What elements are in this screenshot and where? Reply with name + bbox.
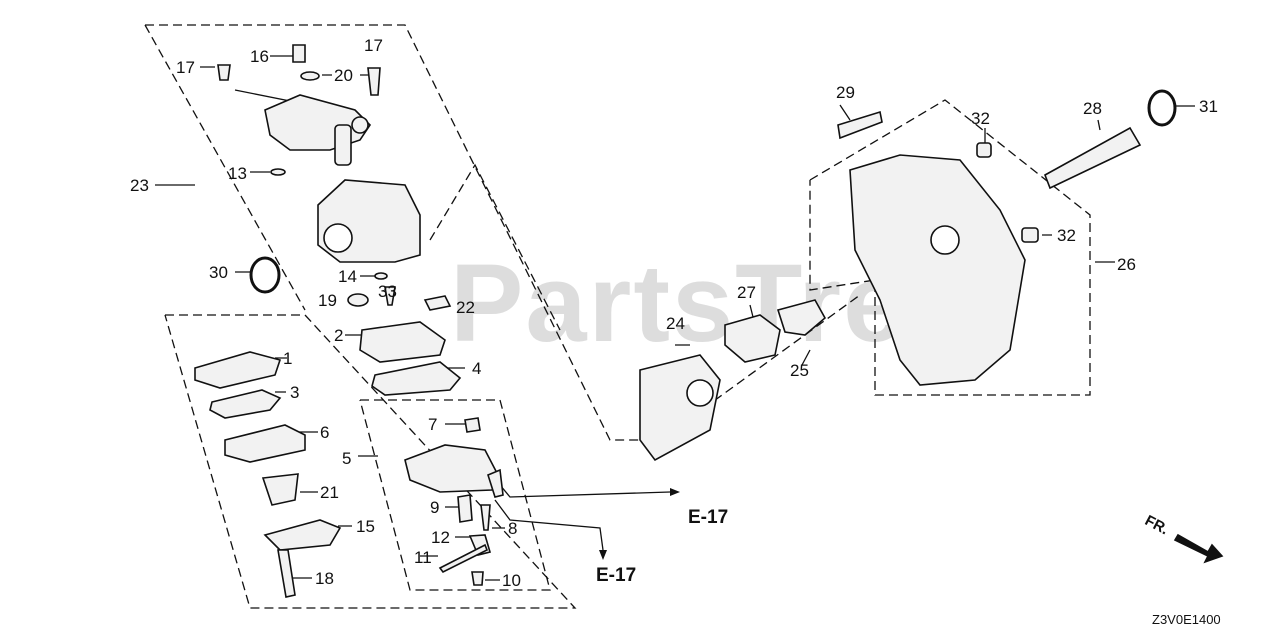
- ref-arrow-lower: [599, 550, 607, 560]
- callout-24: 24: [666, 314, 685, 333]
- part-needle-8: [480, 504, 491, 531]
- part-bracket-bore: [930, 225, 960, 255]
- part-carb-bore: [323, 223, 353, 253]
- part-throttle-shaft: [334, 124, 352, 166]
- callout-1: 1: [283, 349, 293, 368]
- part-cap-19: [347, 293, 369, 307]
- part-insulator-hole: [686, 379, 714, 407]
- part-nut-32-top: [976, 142, 992, 158]
- callout-14: 14: [338, 267, 357, 286]
- part-screw-16: [292, 44, 306, 63]
- callout-15: 15: [356, 517, 375, 536]
- callout-10: 10: [502, 571, 521, 590]
- callout-18: 18: [315, 569, 334, 588]
- part-needle-33: [384, 286, 396, 306]
- callout-17-right: 17: [364, 36, 383, 55]
- callout-22: 22: [456, 298, 475, 317]
- part-pump-fitting: [487, 468, 504, 498]
- front-direction-arrow: [1173, 533, 1224, 564]
- ref-arrow-upper: [670, 488, 680, 496]
- diagram-code: Z3V0E1400: [1152, 612, 1221, 627]
- part-bracket-26: [849, 154, 1026, 386]
- part-insulator-24: [639, 354, 721, 462]
- part-oring-14: [374, 272, 388, 280]
- callout-11: 11: [414, 548, 432, 567]
- reference-e17-lower[interactable]: E-17: [596, 565, 637, 586]
- callout-26: 26: [1117, 255, 1136, 274]
- callout-5: 5: [342, 449, 352, 468]
- callout-31: 31: [1199, 97, 1218, 116]
- callout-16: 16: [250, 47, 269, 66]
- callout-19: 19: [318, 291, 337, 310]
- callout-4: 4: [472, 359, 482, 378]
- callout-33: 33: [378, 282, 397, 301]
- part-plate-3: [209, 389, 282, 419]
- reference-e17-upper[interactable]: E-17: [688, 507, 729, 528]
- callout-20: 20: [334, 66, 353, 85]
- callout-2: 2: [334, 326, 344, 345]
- part-bolt-28: [1044, 126, 1142, 190]
- group-outline-gasket: [429, 163, 561, 331]
- group-outline-diaphragm: [164, 314, 577, 609]
- callout-28: 28: [1083, 99, 1102, 118]
- part-screw-10: [471, 571, 484, 586]
- part-cover-15: [263, 519, 342, 551]
- part-oring-30: [249, 256, 281, 294]
- part-spring-7: [464, 417, 481, 433]
- part-bolt-29: [837, 110, 883, 140]
- part-nut-32-side: [1021, 227, 1039, 243]
- part-cover-6: [224, 424, 306, 463]
- group-outline-upper-carb: [145, 24, 861, 441]
- part-cup-21: [261, 473, 299, 506]
- callout-29: 29: [836, 83, 855, 102]
- callout-3: 3: [290, 383, 300, 402]
- part-diaphragm-1: [194, 351, 282, 389]
- callout-27: 27: [737, 283, 756, 302]
- callout-32-top: 32: [971, 109, 990, 128]
- part-bolt-18: [277, 549, 296, 598]
- part-washer-13: [270, 168, 286, 176]
- part-gasket-25: [776, 299, 827, 336]
- callout-23: 23: [130, 176, 149, 195]
- callout-7: 7: [428, 415, 438, 434]
- callout-25: 25: [790, 361, 809, 380]
- callout-17-left: 17: [176, 58, 195, 77]
- part-throttle-port: [351, 116, 369, 134]
- callout-6: 6: [320, 423, 330, 442]
- callout-8: 8: [508, 519, 518, 538]
- part-pump-body: [404, 444, 499, 493]
- part-plate-22: [423, 295, 452, 311]
- part-gasket-2: [359, 321, 446, 363]
- ref-leader-lower: [494, 499, 604, 551]
- callout-12: 12: [431, 528, 450, 547]
- group-outline-upper-left: [144, 24, 306, 311]
- callout-9: 9: [430, 498, 440, 517]
- part-pin-11: [438, 543, 489, 574]
- part-washer-20: [300, 71, 320, 81]
- part-screw-17-right: [367, 67, 381, 96]
- callout-32-side: 32: [1057, 226, 1076, 245]
- part-gasket-27: [724, 314, 781, 363]
- callout-30: 30: [209, 263, 228, 282]
- group-outline-pump: [359, 399, 551, 591]
- part-spring-9: [457, 494, 473, 523]
- part-oring-31: [1147, 89, 1177, 127]
- part-screw-17-left: [217, 64, 231, 81]
- callout-21: 21: [320, 483, 339, 502]
- part-gasket-4: [371, 361, 462, 396]
- group-outline-bracket: [809, 99, 1091, 396]
- ref-leader-upper: [499, 484, 671, 498]
- callout-13: 13: [228, 164, 247, 183]
